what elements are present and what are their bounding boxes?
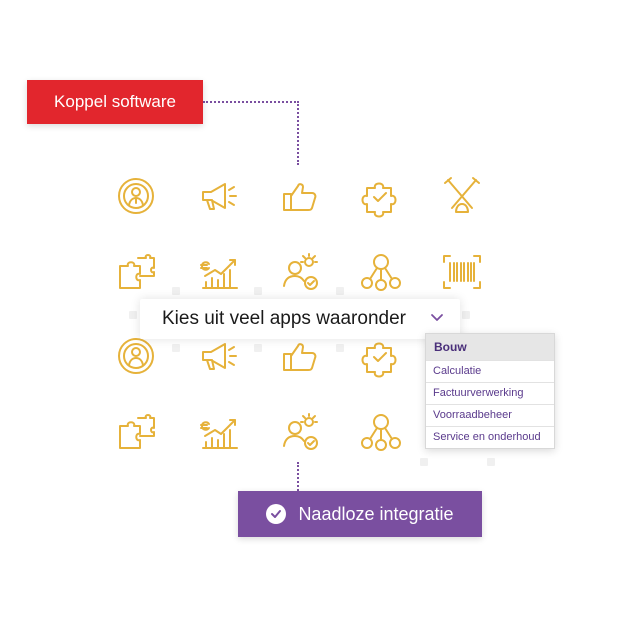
puzzle-pieces-icon [114,250,158,294]
dropdown-header-bouw[interactable]: Bouw [426,334,554,360]
euro-growth-chart-icon [197,250,241,294]
person-idea-check-icon [278,250,322,294]
megaphone-icon [197,174,241,218]
connect-software-label: Koppel software [27,80,203,124]
connector-line [297,101,299,165]
grid-gap-marker [420,458,428,466]
check-circle-icon [266,504,287,524]
barcode-scan-icon [440,250,484,294]
grid-gap-marker [254,344,262,352]
grid-gap-marker [462,311,470,319]
dropdown-option[interactable]: Voorraadbeheer [426,404,554,426]
network-nodes-icon [359,250,403,294]
euro-growth-chart-icon [197,410,241,454]
dropdown-option[interactable]: Calculatie [426,360,554,382]
grid-gap-marker [487,458,495,466]
person-badge-icon [114,174,158,218]
connector-line [297,462,299,491]
crossed-tools-icon [440,174,484,218]
megaphone-icon [197,334,241,378]
grid-gap-marker [172,344,180,352]
app-category-select[interactable]: Kies uit veel apps waaronder [140,299,460,339]
network-nodes-icon [359,410,403,454]
puzzle-check-icon [359,174,403,218]
chevron-down-icon[interactable] [430,310,444,329]
puzzle-check-icon [359,334,403,378]
grid-gap-marker [172,287,180,295]
thumbs-up-icon [278,174,322,218]
app-dropdown-menu: Bouw Calculatie Factuurverwerking Voorra… [425,333,555,449]
grid-gap-marker [336,344,344,352]
grid-gap-marker [129,311,137,319]
dropdown-option[interactable]: Factuurverwerking [426,382,554,404]
grid-gap-marker [336,287,344,295]
connector-line [203,101,299,103]
dropdown-option[interactable]: Service en onderhoud [426,426,554,448]
puzzle-pieces-icon [114,410,158,454]
seamless-integration-text: Naadloze integratie [298,503,454,524]
seamless-integration-label: Naadloze integratie [238,491,482,537]
thumbs-up-icon [278,334,322,378]
connect-software-text: Koppel software [54,92,176,111]
person-idea-check-icon [278,410,322,454]
grid-gap-marker [254,287,262,295]
person-badge-icon [114,334,158,378]
select-value: Kies uit veel apps waaronder [162,308,406,329]
